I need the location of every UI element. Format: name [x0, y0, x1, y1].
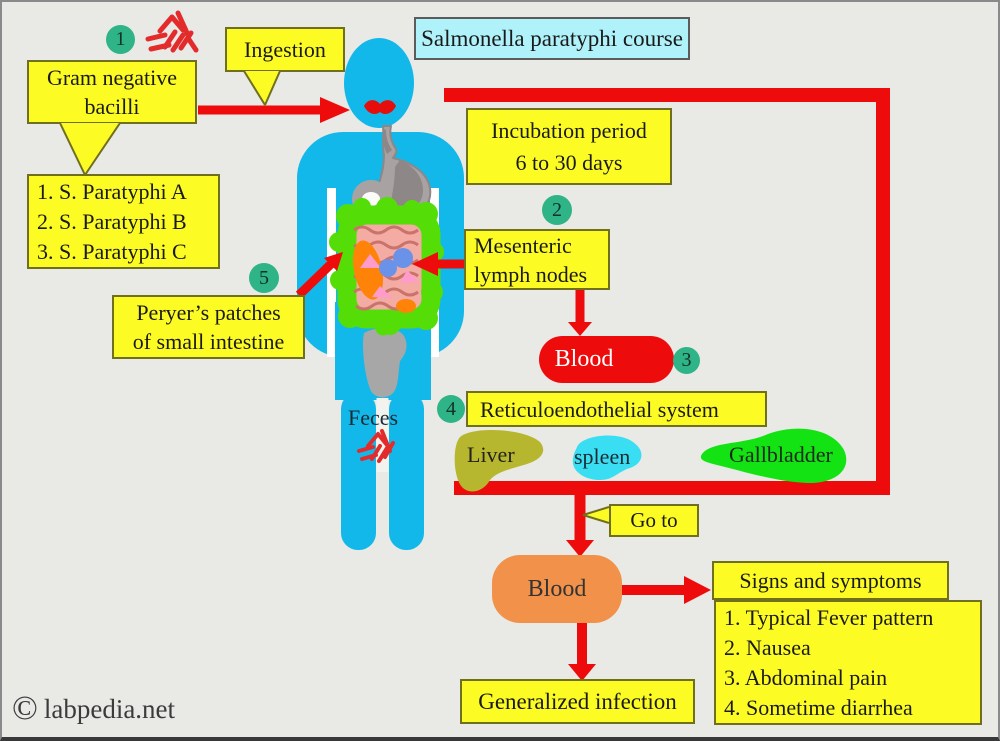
mesenteric-box: Mesenteric lymph nodes — [464, 229, 610, 290]
arrow-blood-to-generalized — [568, 623, 596, 681]
symptom-item: 1. Typical Fever pattern — [724, 604, 934, 630]
spleen-label: spleen — [574, 444, 631, 469]
arrow-mesenteric-down — [568, 290, 592, 336]
serotype-list-box: 1. S. Paratyphi A 2. S. Paratyphi B 3. S… — [27, 174, 220, 269]
arm-gap-left — [327, 188, 336, 357]
step-badge-1: 1 — [106, 25, 135, 54]
symptom-item: 4. Sometime diarrhea — [724, 694, 913, 720]
incubation-line2: 6 to 30 days — [515, 149, 623, 175]
incubation-box: Incubation period 6 to 30 days — [466, 108, 672, 185]
arrow-ingestion-to-mouth — [198, 97, 350, 123]
mesenteric-line2: lymph nodes — [474, 261, 588, 287]
arrow-blood-to-signs — [622, 576, 711, 604]
signs-symptoms-title-box: Signs and symptoms — [712, 561, 949, 600]
liver-label: Liver — [467, 442, 515, 467]
arrow-mesenteric-to-intestine — [412, 252, 464, 276]
step-badge-2: 2 — [542, 195, 572, 225]
gram-box-tail — [59, 122, 121, 176]
stomach-graphic — [352, 125, 432, 218]
blood-secondary-box: Blood — [492, 555, 622, 623]
feces-label: Feces — [348, 405, 399, 430]
sacrum-shape — [362, 328, 407, 398]
lymph-node-dots — [379, 248, 413, 277]
reticuloendothelial-box: Reticuloendothelial system — [466, 391, 767, 427]
gram-negative-line1: Gram negative — [46, 65, 178, 90]
symptom-item: 2. Nausea — [724, 634, 811, 660]
copyright-icon: © — [12, 690, 38, 727]
bacteria-icon-top — [145, 10, 199, 53]
serotype-item: 2. S. Paratyphi B — [37, 208, 187, 234]
symptom-item: 3. Abdominal pain — [724, 664, 888, 690]
ingestion-box-tail — [243, 70, 281, 106]
torso — [297, 132, 464, 357]
copyright-footer: © labpedia.net — [12, 692, 175, 726]
head — [344, 38, 414, 128]
arrow-peryer-to-intestine — [295, 252, 343, 299]
step-badge-5: 5 — [249, 263, 279, 293]
arrow-bar-down-to-blood — [566, 495, 594, 557]
bacteria-icon-feces — [357, 429, 395, 463]
step-badge-3: 3 — [673, 347, 700, 374]
diagram-title: Salmonella paratyphi course — [414, 17, 690, 60]
gram-negative-line2: bacilli — [84, 94, 140, 119]
site-name: labpedia.net — [43, 693, 176, 724]
goto-box-tail — [582, 506, 610, 524]
goto-box: Go to — [609, 504, 699, 537]
lips-icon — [364, 100, 396, 114]
step-badge-4: 4 — [437, 395, 465, 423]
ingestion-box: Ingestion — [225, 27, 345, 72]
blood-primary-box: Blood — [539, 336, 674, 383]
symptoms-list-box: 1. Typical Fever pattern 2. Nausea 3. Ab… — [714, 600, 982, 725]
arm-gap-right — [430, 188, 439, 357]
peryer-line2: of small intestine — [132, 329, 285, 354]
peryer-line1: Peryer’s patches — [136, 300, 281, 325]
gram-negative-box: Gram negative bacilli — [27, 60, 197, 124]
human-figure — [297, 38, 464, 550]
serotype-item: 1. S. Paratyphi A — [37, 178, 187, 204]
gallbladder-label: Gallbladder — [729, 442, 833, 467]
peryer-patches-box: Peryer’s patches of small intestine — [112, 295, 305, 359]
mesenteric-line1: Mesenteric — [474, 232, 572, 258]
hips — [335, 302, 431, 400]
generalized-infection-box: Generalized infection — [460, 679, 695, 724]
peyer-patch-marks — [360, 254, 419, 298]
serotype-item: 3. S. Paratyphi C — [37, 238, 187, 264]
intestine-graphic — [329, 197, 444, 336]
incubation-line1: Incubation period — [491, 117, 647, 143]
